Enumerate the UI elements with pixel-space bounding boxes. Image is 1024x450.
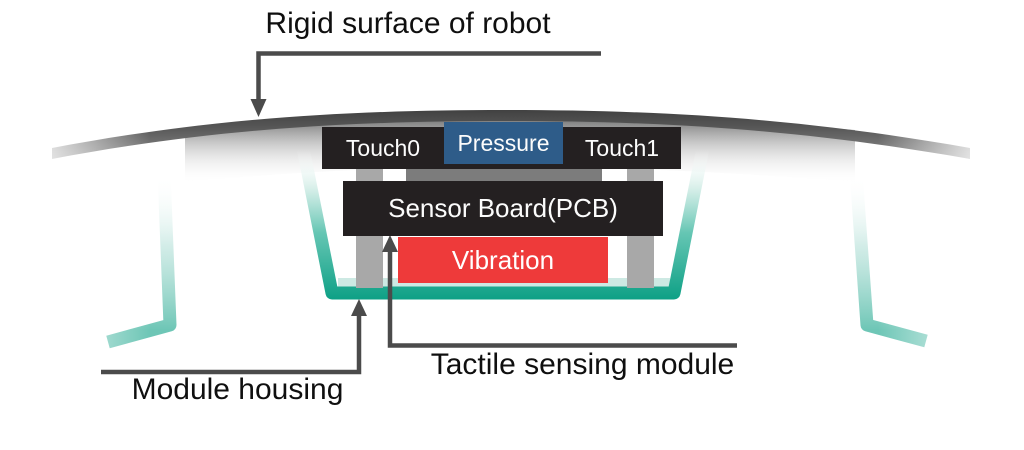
right-fade-overlay <box>878 90 1000 360</box>
module-housing-leader-line <box>101 313 362 375</box>
rigid-surface-leader-line <box>256 51 601 101</box>
module-housing-label: Module housing <box>131 373 344 406</box>
rigid-surface-label: Rigid surface of robot <box>265 7 551 40</box>
sensor-top-bar: Touch0 Pressure Touch1 <box>322 122 681 169</box>
vibration-bar: Vibration <box>398 237 608 283</box>
tactile-sensing-module-label: Tactile sensing module <box>430 348 735 381</box>
rigid-surface-arrowhead <box>250 99 267 117</box>
pressure-segment: Pressure <box>444 122 563 164</box>
rigid-surface-arc <box>52 110 970 159</box>
tactile-module-arrowhead <box>382 235 398 252</box>
module-housing-arrowhead <box>351 299 367 316</box>
tactile-module-leader-line <box>387 250 737 348</box>
touch0-segment: Touch0 <box>345 134 421 161</box>
module-housing-shape <box>292 126 714 300</box>
touch1-segment: Touch1 <box>584 134 660 161</box>
spacer-bar <box>406 167 602 182</box>
left-fade-overlay <box>20 90 150 360</box>
sensor-board-bar: Sensor Board(PCB) <box>343 181 663 236</box>
